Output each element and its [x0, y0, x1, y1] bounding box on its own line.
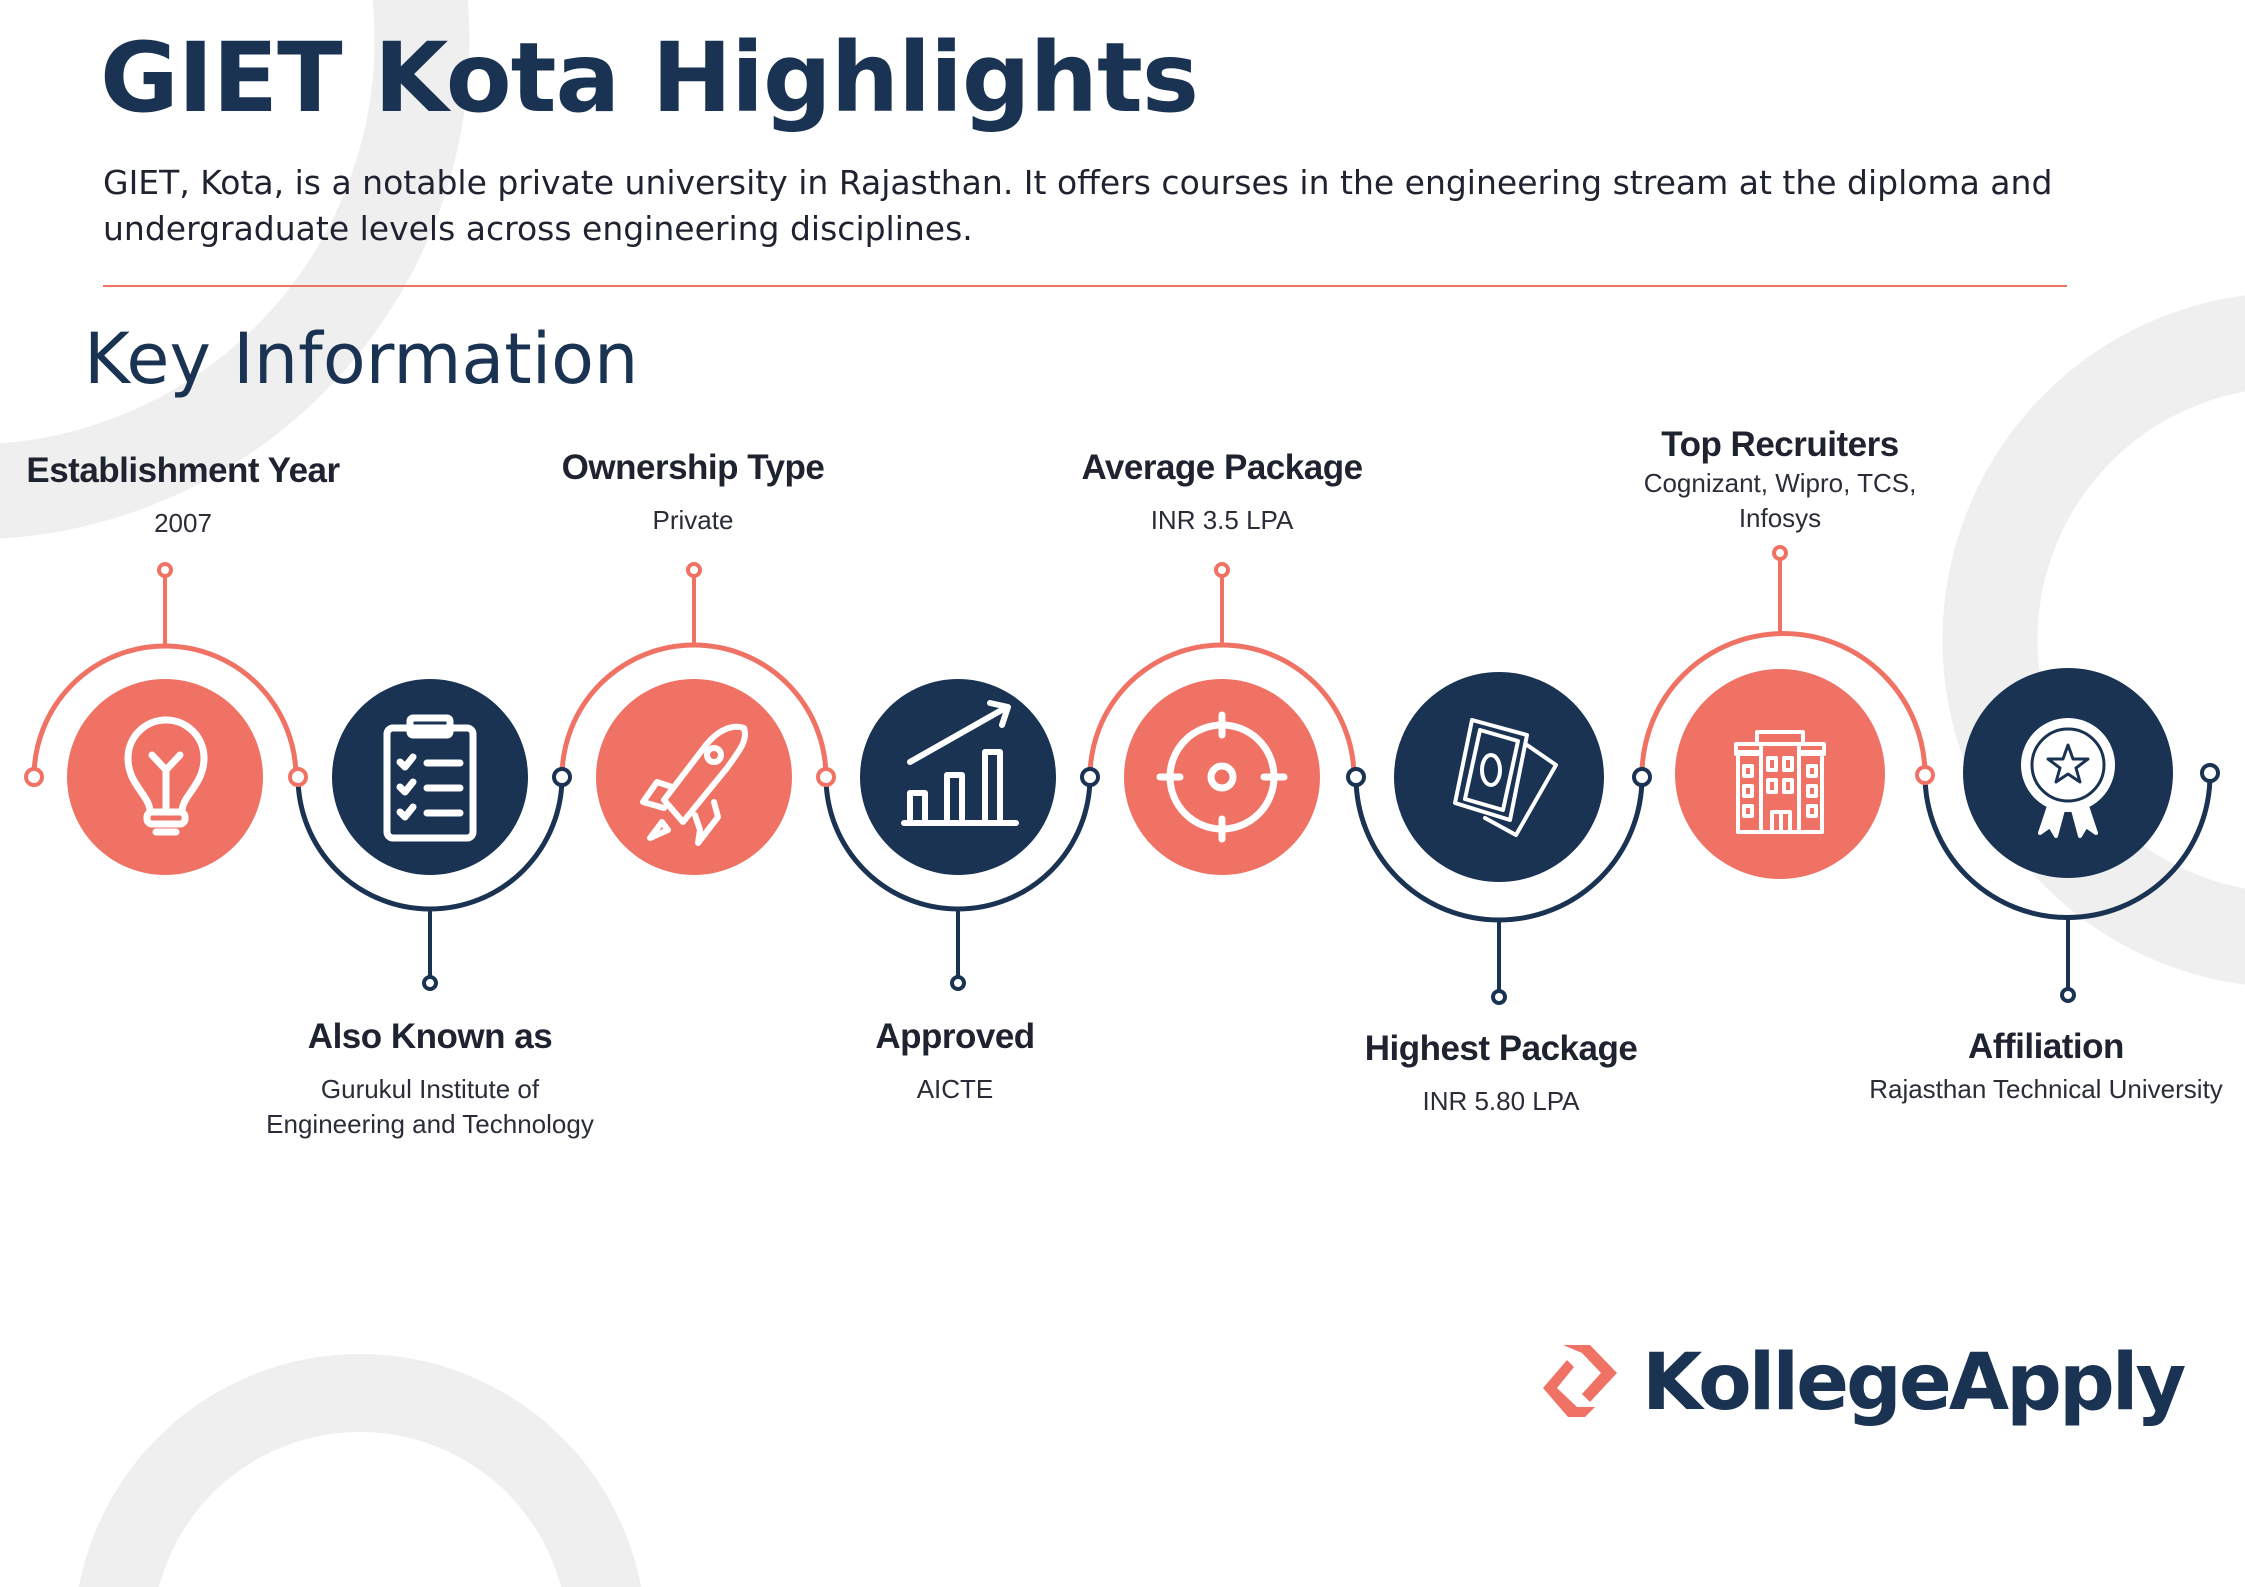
info-value: Infosys	[1738, 503, 1822, 533]
connector-dot	[24, 767, 44, 787]
section-title: Key Information	[84, 318, 639, 400]
info-value: INR 5.80 LPA	[1422, 1086, 1580, 1116]
info-also-known-as: Also Known as Gurukul Institute of Engin…	[266, 1016, 594, 1142]
connector-dot	[1346, 767, 1366, 787]
info-approved: Approved AICTE	[875, 1016, 1035, 1107]
info-value: Private	[652, 505, 734, 535]
page-title: GIET Kota Highlights	[100, 22, 1199, 134]
info-top-recruiters: Top Recruiters Cognizant, Wipro, TCS, In…	[1644, 424, 1917, 536]
info-ownership-type: Ownership Type Private	[562, 447, 825, 538]
info-value: AICTE	[916, 1074, 994, 1104]
arc-7-top	[1639, 631, 1928, 778]
target-icon	[1156, 711, 1288, 843]
info-highest-package: Highest Package INR 5.80 LPA	[1365, 1028, 1638, 1119]
stem-dot-8	[2060, 987, 2076, 1003]
connector-dot	[1915, 765, 1935, 785]
stem-dot-7	[1772, 545, 1788, 561]
connector-dot	[816, 767, 836, 787]
node-circle-7	[1675, 669, 1885, 879]
background-arc-bottom-left	[79, 1354, 641, 1587]
stem-dot-5	[1214, 562, 1230, 578]
award-badge-icon	[2021, 718, 2115, 838]
background-arc-right	[1942, 295, 2245, 985]
building-icon	[1734, 730, 1826, 834]
connector-dot	[1080, 767, 1100, 787]
info-title: Establishment Year	[26, 451, 340, 490]
info-title: Average Package	[1081, 448, 1363, 487]
clipboard-checklist-icon	[383, 714, 477, 842]
brand-logo: KollegeApply	[1540, 1335, 2186, 1430]
stem-dot-1	[157, 562, 173, 578]
connector-dot	[288, 767, 308, 787]
page-description: GIET, Kota, is a notable private univers…	[103, 163, 2053, 248]
info-value: Cognizant, Wipro, TCS,	[1643, 468, 1917, 498]
info-value: Gurukul Institute of	[320, 1074, 540, 1104]
info-affiliation: Affiliation Rajasthan Technical Universi…	[1869, 1026, 2223, 1107]
node-circle-5	[1124, 679, 1320, 875]
info-title: Ownership Type	[561, 448, 825, 487]
stem-dot-4	[950, 975, 966, 991]
stem-dot-2	[422, 975, 438, 991]
info-title: Approved	[875, 1017, 1035, 1056]
chevron-logo-icon	[1543, 1345, 1617, 1417]
money-bills-icon	[1453, 718, 1558, 837]
info-title: Top Recruiters	[1661, 425, 1899, 464]
background-arc-top-left	[0, 0, 470, 539]
bar-chart-growth-icon	[901, 700, 1019, 826]
info-value: 2007	[154, 508, 212, 538]
node-circle-3	[596, 679, 792, 875]
info-establishment-year: Establishment Year 2007	[26, 450, 340, 541]
info-title: Highest Package	[1364, 1029, 1638, 1068]
info-value: Rajasthan Technical University	[1869, 1074, 2223, 1104]
lightbulb-icon	[124, 716, 208, 836]
connector-dot	[552, 767, 572, 787]
stem-dot-6	[1491, 989, 1507, 1005]
connector-dot	[2200, 763, 2220, 783]
node-circle-2	[332, 679, 528, 875]
rocket-icon	[640, 723, 748, 846]
header-divider	[103, 285, 2067, 287]
connector-dot	[1632, 767, 1652, 787]
brand-name: KollegeApply	[1642, 1337, 2186, 1428]
info-title: Also Known as	[307, 1017, 553, 1056]
info-title: Affiliation	[1968, 1027, 2124, 1066]
info-average-package: Average Package INR 3.5 LPA	[1081, 447, 1363, 538]
stem-dot-3	[686, 562, 702, 578]
info-value: Engineering and Technology	[266, 1109, 594, 1139]
info-value: INR 3.5 LPA	[1150, 505, 1294, 535]
